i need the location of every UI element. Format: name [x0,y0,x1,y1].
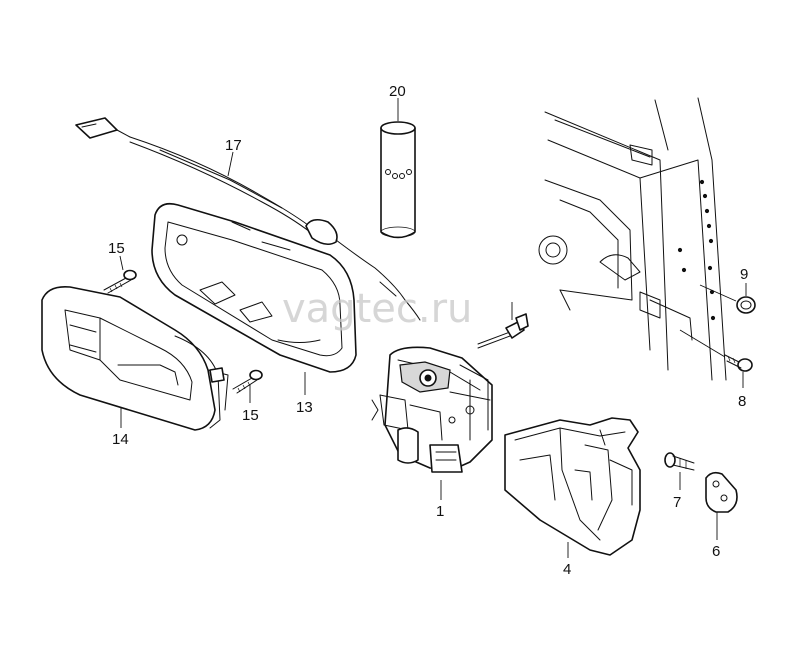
part-15-screw-lower [232,369,263,403]
callout-13: 13 [296,399,313,416]
callout-15-upper: 15 [108,240,125,257]
part-17-bowden-cable [75,117,421,321]
part-14-inner-handle [41,285,229,431]
part-1-door-lock [371,346,493,500]
watermark: vagtec.ru [282,286,472,332]
callout-7: 7 [673,494,681,511]
part-7-striker-bolt [664,452,695,490]
callout-6: 6 [712,543,720,560]
part-15-screw-upper [103,255,137,294]
part-13-handle-housing [151,202,357,395]
callout-14: 14 [112,431,129,448]
callout-15-lower: 15 [242,407,259,424]
door-frame [538,97,727,381]
callout-4: 4 [563,561,571,578]
callout-9: 9 [740,266,748,283]
part-8-screw [679,329,753,388]
callout-1: 1 [436,503,444,520]
part-11-pin [477,302,529,349]
part-9-plug [699,283,756,314]
callout-17: 17 [225,137,242,154]
part-20-aerosol-can [380,98,416,239]
callout-20: 20 [389,83,406,100]
part-4-lock-cover [504,417,641,558]
callout-8: 8 [738,393,746,410]
part-6-striker-plate [705,471,738,540]
